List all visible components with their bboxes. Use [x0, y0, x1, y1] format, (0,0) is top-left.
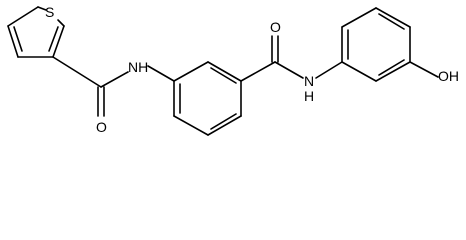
phenol-ring — [341, 7, 411, 82]
bond — [7, 25, 19, 58]
n-atom-right: N — [304, 73, 314, 89]
bond — [274, 61, 304, 79]
oxygen-atom-right: O — [270, 19, 281, 35]
molecule-structure: S O NH O N H OH — [7, 4, 459, 136]
nh-atom-left: NH — [128, 59, 148, 75]
hydroxyl-group: OH — [438, 68, 459, 84]
bond — [375, 61, 411, 82]
bond — [240, 61, 276, 82]
bond — [409, 61, 439, 78]
bond — [100, 71, 129, 88]
bond — [341, 61, 377, 82]
central-benzene-ring — [173, 61, 242, 136]
bond — [207, 61, 242, 82]
bond — [378, 59, 405, 76]
bond — [315, 61, 343, 79]
bond — [52, 56, 102, 88]
thiophene-ring — [7, 6, 65, 58]
bond — [13, 26, 23, 52]
bond — [37, 6, 47, 11]
h-atom-right: H — [304, 88, 314, 104]
bond — [57, 19, 65, 27]
bond — [52, 25, 65, 58]
bond — [210, 67, 237, 84]
bond — [378, 13, 405, 30]
bond — [210, 113, 237, 130]
bond — [207, 115, 242, 136]
sulfur-atom: S — [45, 4, 54, 20]
bond — [48, 26, 59, 52]
bond — [375, 7, 411, 28]
bond — [147, 65, 175, 82]
bond — [7, 6, 39, 27]
bond — [341, 7, 377, 28]
oxygen-atom-left: O — [96, 119, 107, 135]
molecule-canvas: S O NH O N H OH — [7, 4, 459, 136]
bond — [173, 115, 209, 136]
bond — [173, 61, 209, 82]
